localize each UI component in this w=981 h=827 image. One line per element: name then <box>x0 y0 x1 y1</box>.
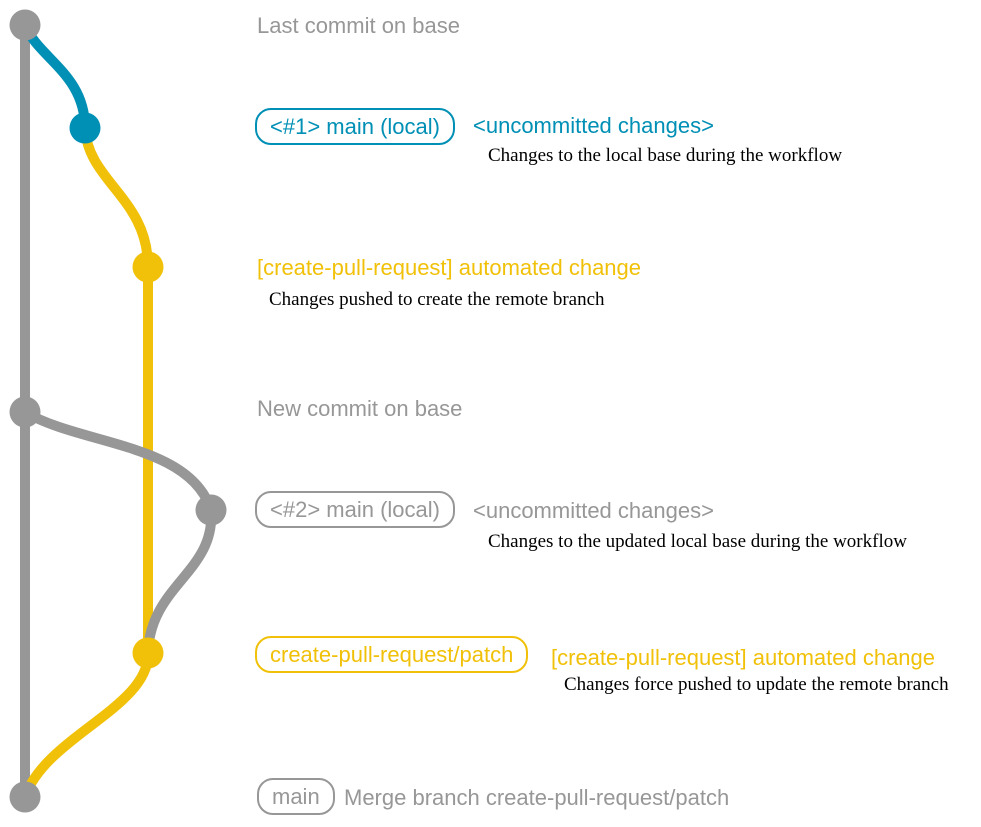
rebase-branch-out-line <box>20 407 216 515</box>
rebase-branch-in-line <box>143 505 217 658</box>
commit-message-merge: Merge branch create-pull-request/patch <box>344 785 730 810</box>
branch-tag-create-pull-request-patch: create-pull-request/patch <box>255 636 529 673</box>
commit-message-automated-1: [create-pull-request] automated change <box>257 255 642 280</box>
commit-dot-automated-2 <box>132 637 164 669</box>
commit-dot-uncommitted-1 <box>69 112 101 144</box>
commit-dot-new-base <box>9 396 41 428</box>
caption-automated-2: Changes force pushed to update the remot… <box>564 674 949 695</box>
caption-uncommitted-1: Changes to the local base during the wor… <box>488 145 843 166</box>
branch-tag-main-local-1: <#1> main (local) <box>255 108 455 145</box>
patch-branch-out-line <box>80 123 153 272</box>
caption-automated-1: Changes pushed to create the remote bran… <box>269 289 605 310</box>
commit-dot-automated-1 <box>132 251 164 283</box>
commit-dot-last-base <box>9 9 41 41</box>
commit-message-last-base: Last commit on base <box>257 13 460 38</box>
patch-merge-line <box>20 648 154 802</box>
caption-uncommitted-2: Changes to the updated local base during… <box>488 531 907 552</box>
commit-dot-merge <box>9 781 41 813</box>
commit-message-uncommitted-1: <uncommitted changes> <box>473 113 714 138</box>
commit-message-automated-2: [create-pull-request] automated change <box>551 645 936 670</box>
commit-dot-uncommitted-2 <box>195 494 227 526</box>
commit-message-uncommitted-2: <uncommitted changes> <box>473 498 714 523</box>
branch-tag-main-local-2: <#2> main (local) <box>255 491 455 528</box>
branch-tag-main: main <box>257 778 335 815</box>
local-main-branch-line <box>20 20 90 133</box>
git-graph <box>9 9 227 813</box>
commit-message-new-base: New commit on base <box>257 396 463 421</box>
